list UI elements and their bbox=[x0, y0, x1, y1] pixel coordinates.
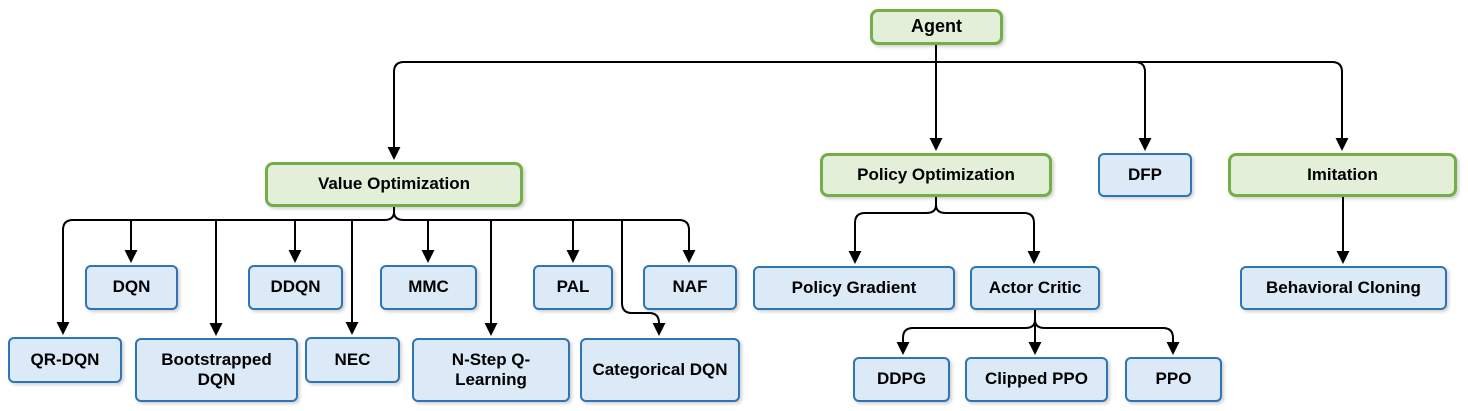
node-behavioral-cloning-label: Behavioral Cloning bbox=[1266, 277, 1421, 297]
node-actor-critic: Actor Critic bbox=[970, 266, 1100, 310]
node-categorical-dqn: Categorical DQN bbox=[580, 338, 740, 402]
edge-value-optimization-bus bbox=[62, 211, 690, 231]
node-bootstrapped-dqn: Bootstrapped DQN bbox=[135, 338, 298, 402]
node-qr-dqn: QR-DQN bbox=[8, 337, 122, 383]
node-policy-gradient-label: Policy Gradient bbox=[791, 277, 917, 297]
node-actor-critic-label: Actor Critic bbox=[988, 277, 1082, 297]
node-naf: NAF bbox=[643, 265, 737, 310]
node-n-step-q-learning-label: N-Step Q-Learning bbox=[451, 349, 531, 389]
node-mmc-label: MMC bbox=[408, 277, 449, 297]
node-ddpg: DDPG bbox=[853, 357, 950, 402]
node-n-step-q-learning: N-Step Q-Learning bbox=[412, 338, 570, 402]
node-ppo-label: PPO bbox=[1155, 369, 1192, 389]
node-policy-gradient: Policy Gradient bbox=[753, 266, 955, 310]
node-imitation: Imitation bbox=[1228, 153, 1457, 197]
node-value-optimization: Value Optimization bbox=[265, 162, 523, 207]
node-imitation-label: Imitation bbox=[1307, 164, 1378, 184]
node-ddpg-label: DDPG bbox=[876, 369, 927, 389]
node-pal: PAL bbox=[533, 265, 613, 310]
edge-policy-optimization-bus bbox=[854, 204, 1035, 224]
node-bootstrapped-dqn-label: Bootstrapped DQN bbox=[161, 349, 272, 389]
node-dfp: DFP bbox=[1098, 153, 1192, 197]
node-value-optimization-label: Value Optimization bbox=[317, 174, 471, 194]
node-ppo: PPO bbox=[1125, 357, 1222, 402]
node-dfp-label: DFP bbox=[1128, 164, 1162, 184]
node-clipped-ppo: Clipped PPO bbox=[965, 357, 1108, 402]
node-ddqn: DDQN bbox=[248, 265, 343, 310]
node-nec: NEC bbox=[305, 337, 400, 383]
edge-value-categorical-dqn bbox=[621, 220, 666, 336]
node-pal-label: PAL bbox=[556, 277, 590, 297]
node-mmc: MMC bbox=[380, 265, 477, 310]
edge-actor-critic-bus bbox=[902, 319, 1174, 339]
node-naf-label: NAF bbox=[672, 277, 708, 297]
edge-agent-dfp bbox=[1134, 61, 1152, 151]
node-clipped-ppo-label: Clipped PPO bbox=[985, 369, 1088, 389]
node-agent-label: Agent bbox=[911, 16, 962, 37]
node-agent: Agent bbox=[870, 9, 1003, 45]
node-dqn-label: DQN bbox=[112, 277, 151, 297]
node-behavioral-cloning: Behavioral Cloning bbox=[1240, 266, 1447, 310]
edge-agent-bus bbox=[393, 61, 1343, 73]
node-categorical-dqn-label: Categorical DQN bbox=[592, 359, 728, 379]
node-dqn: DQN bbox=[85, 265, 178, 310]
node-policy-optimization: Policy Optimization bbox=[820, 153, 1052, 197]
node-qr-dqn-label: QR-DQN bbox=[30, 349, 100, 369]
node-policy-optimization-label: Policy Optimization bbox=[857, 164, 1015, 184]
node-ddqn-label: DDQN bbox=[270, 277, 321, 297]
node-nec-label: NEC bbox=[334, 349, 371, 369]
